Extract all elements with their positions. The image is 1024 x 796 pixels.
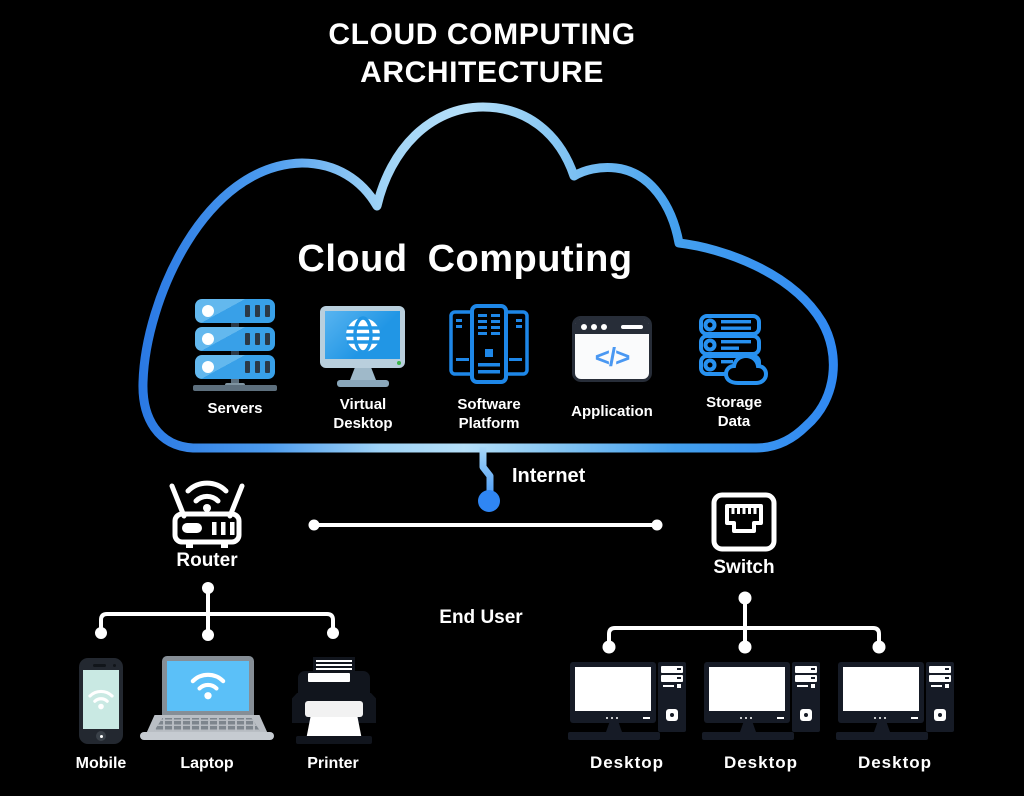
- browser-header: [575, 319, 649, 334]
- window-dot: [581, 324, 587, 330]
- phone-screen: [83, 670, 119, 729]
- virtual-desktop-label: Virtual Desktop: [333, 396, 393, 432]
- window-dot: [601, 324, 607, 330]
- power-button: [934, 709, 946, 721]
- switch-icon: [711, 492, 777, 552]
- cloud-outline: [138, 102, 838, 453]
- power-led: [397, 361, 401, 365]
- desktop-keyboard: [702, 732, 794, 740]
- address-bar: [621, 325, 643, 329]
- title-line2: ARCHITECTURE: [360, 56, 604, 89]
- power-button: [666, 709, 678, 721]
- monitor-stand: [350, 368, 376, 380]
- router-switch-link: [308, 519, 663, 531]
- storage-data-label: Storage Data: [706, 394, 762, 430]
- phone-speaker: [93, 664, 106, 667]
- application-label: Application: [571, 403, 653, 420]
- printer-panel: [305, 701, 363, 717]
- software-platform-label: Software Platform: [457, 396, 521, 432]
- internet-label: Internet: [512, 465, 586, 487]
- router-label: Router: [176, 550, 238, 571]
- desktop-screen: [709, 667, 785, 711]
- printer-feed-slot: [308, 673, 350, 682]
- end-user-label: End User: [439, 607, 523, 628]
- monitor-screen: [325, 311, 400, 359]
- phone-camera: [113, 664, 116, 667]
- desktop-icon-3: [836, 655, 954, 741]
- power-button: [800, 709, 812, 721]
- desktop-stand: [606, 723, 622, 732]
- printer-paper-stack: [313, 657, 355, 672]
- window-dot: [591, 324, 597, 330]
- servers-icon: [193, 299, 277, 391]
- printer-icon: [291, 655, 379, 745]
- page-title: CLOUD COMPUTING ARCHITECTURE: [252, 16, 712, 92]
- switch-label: Switch: [713, 557, 775, 578]
- wifi-icon: [190, 672, 226, 700]
- desktop-label-3: Desktop: [857, 753, 933, 772]
- title-line1: CLOUD COMPUTING: [328, 18, 636, 51]
- router-branch-lines: [95, 582, 339, 641]
- desktop-tower: [792, 662, 820, 732]
- desktop-monitor: [704, 662, 790, 723]
- application-icon: </>: [572, 316, 652, 382]
- cloud-heading: Cloud Computing: [297, 238, 633, 280]
- desktop-screen: [575, 667, 651, 711]
- servers-label: Servers: [207, 400, 263, 417]
- mobile-icon: [79, 658, 123, 744]
- printer-output-paper: [306, 717, 362, 740]
- laptop-icon: [140, 656, 274, 741]
- laptop-base: [140, 732, 274, 740]
- desktop-label-2: Desktop: [723, 753, 799, 772]
- desktop-stand: [740, 723, 756, 732]
- monitor-frame: [320, 306, 405, 368]
- laptop-screen-frame: [162, 656, 254, 716]
- mobile-label: Mobile: [75, 755, 127, 772]
- desktop-label-1: Desktop: [589, 753, 665, 772]
- globe-icon: [346, 316, 380, 354]
- printer-top: [298, 671, 370, 695]
- desktop-monitor: [570, 662, 656, 723]
- internet-pin-line: [479, 447, 494, 492]
- laptop-screen: [167, 661, 249, 711]
- storage-data-icon: [699, 314, 769, 385]
- cloud-glyph: [723, 353, 769, 385]
- virtual-desktop-icon: [320, 306, 405, 390]
- wifi-icon: [88, 689, 114, 710]
- desktop-keyboard: [836, 732, 928, 740]
- browser-window: </>: [572, 316, 652, 382]
- router-icon: [169, 480, 245, 548]
- code-glyph: </>: [594, 342, 631, 372]
- laptop-keys: [154, 718, 260, 731]
- software-platform-icon: [449, 304, 529, 384]
- desktop-stand: [874, 723, 890, 732]
- phone-home-button: [96, 731, 106, 741]
- desktop-screen: [843, 667, 919, 711]
- printer-label: Printer: [307, 755, 359, 772]
- switch-branch-lines: [602, 591, 886, 654]
- printer-base: [296, 736, 372, 744]
- desktop-icon-2: [702, 655, 820, 741]
- desktop-tower: [658, 662, 686, 732]
- monitor-base: [337, 380, 389, 387]
- internet-pin-dot: [478, 490, 500, 512]
- desktop-tower: [926, 662, 954, 732]
- laptop-label: Laptop: [180, 755, 234, 772]
- desktop-keyboard: [568, 732, 660, 740]
- desktop-monitor: [838, 662, 924, 723]
- desktop-icon-1: [568, 655, 686, 741]
